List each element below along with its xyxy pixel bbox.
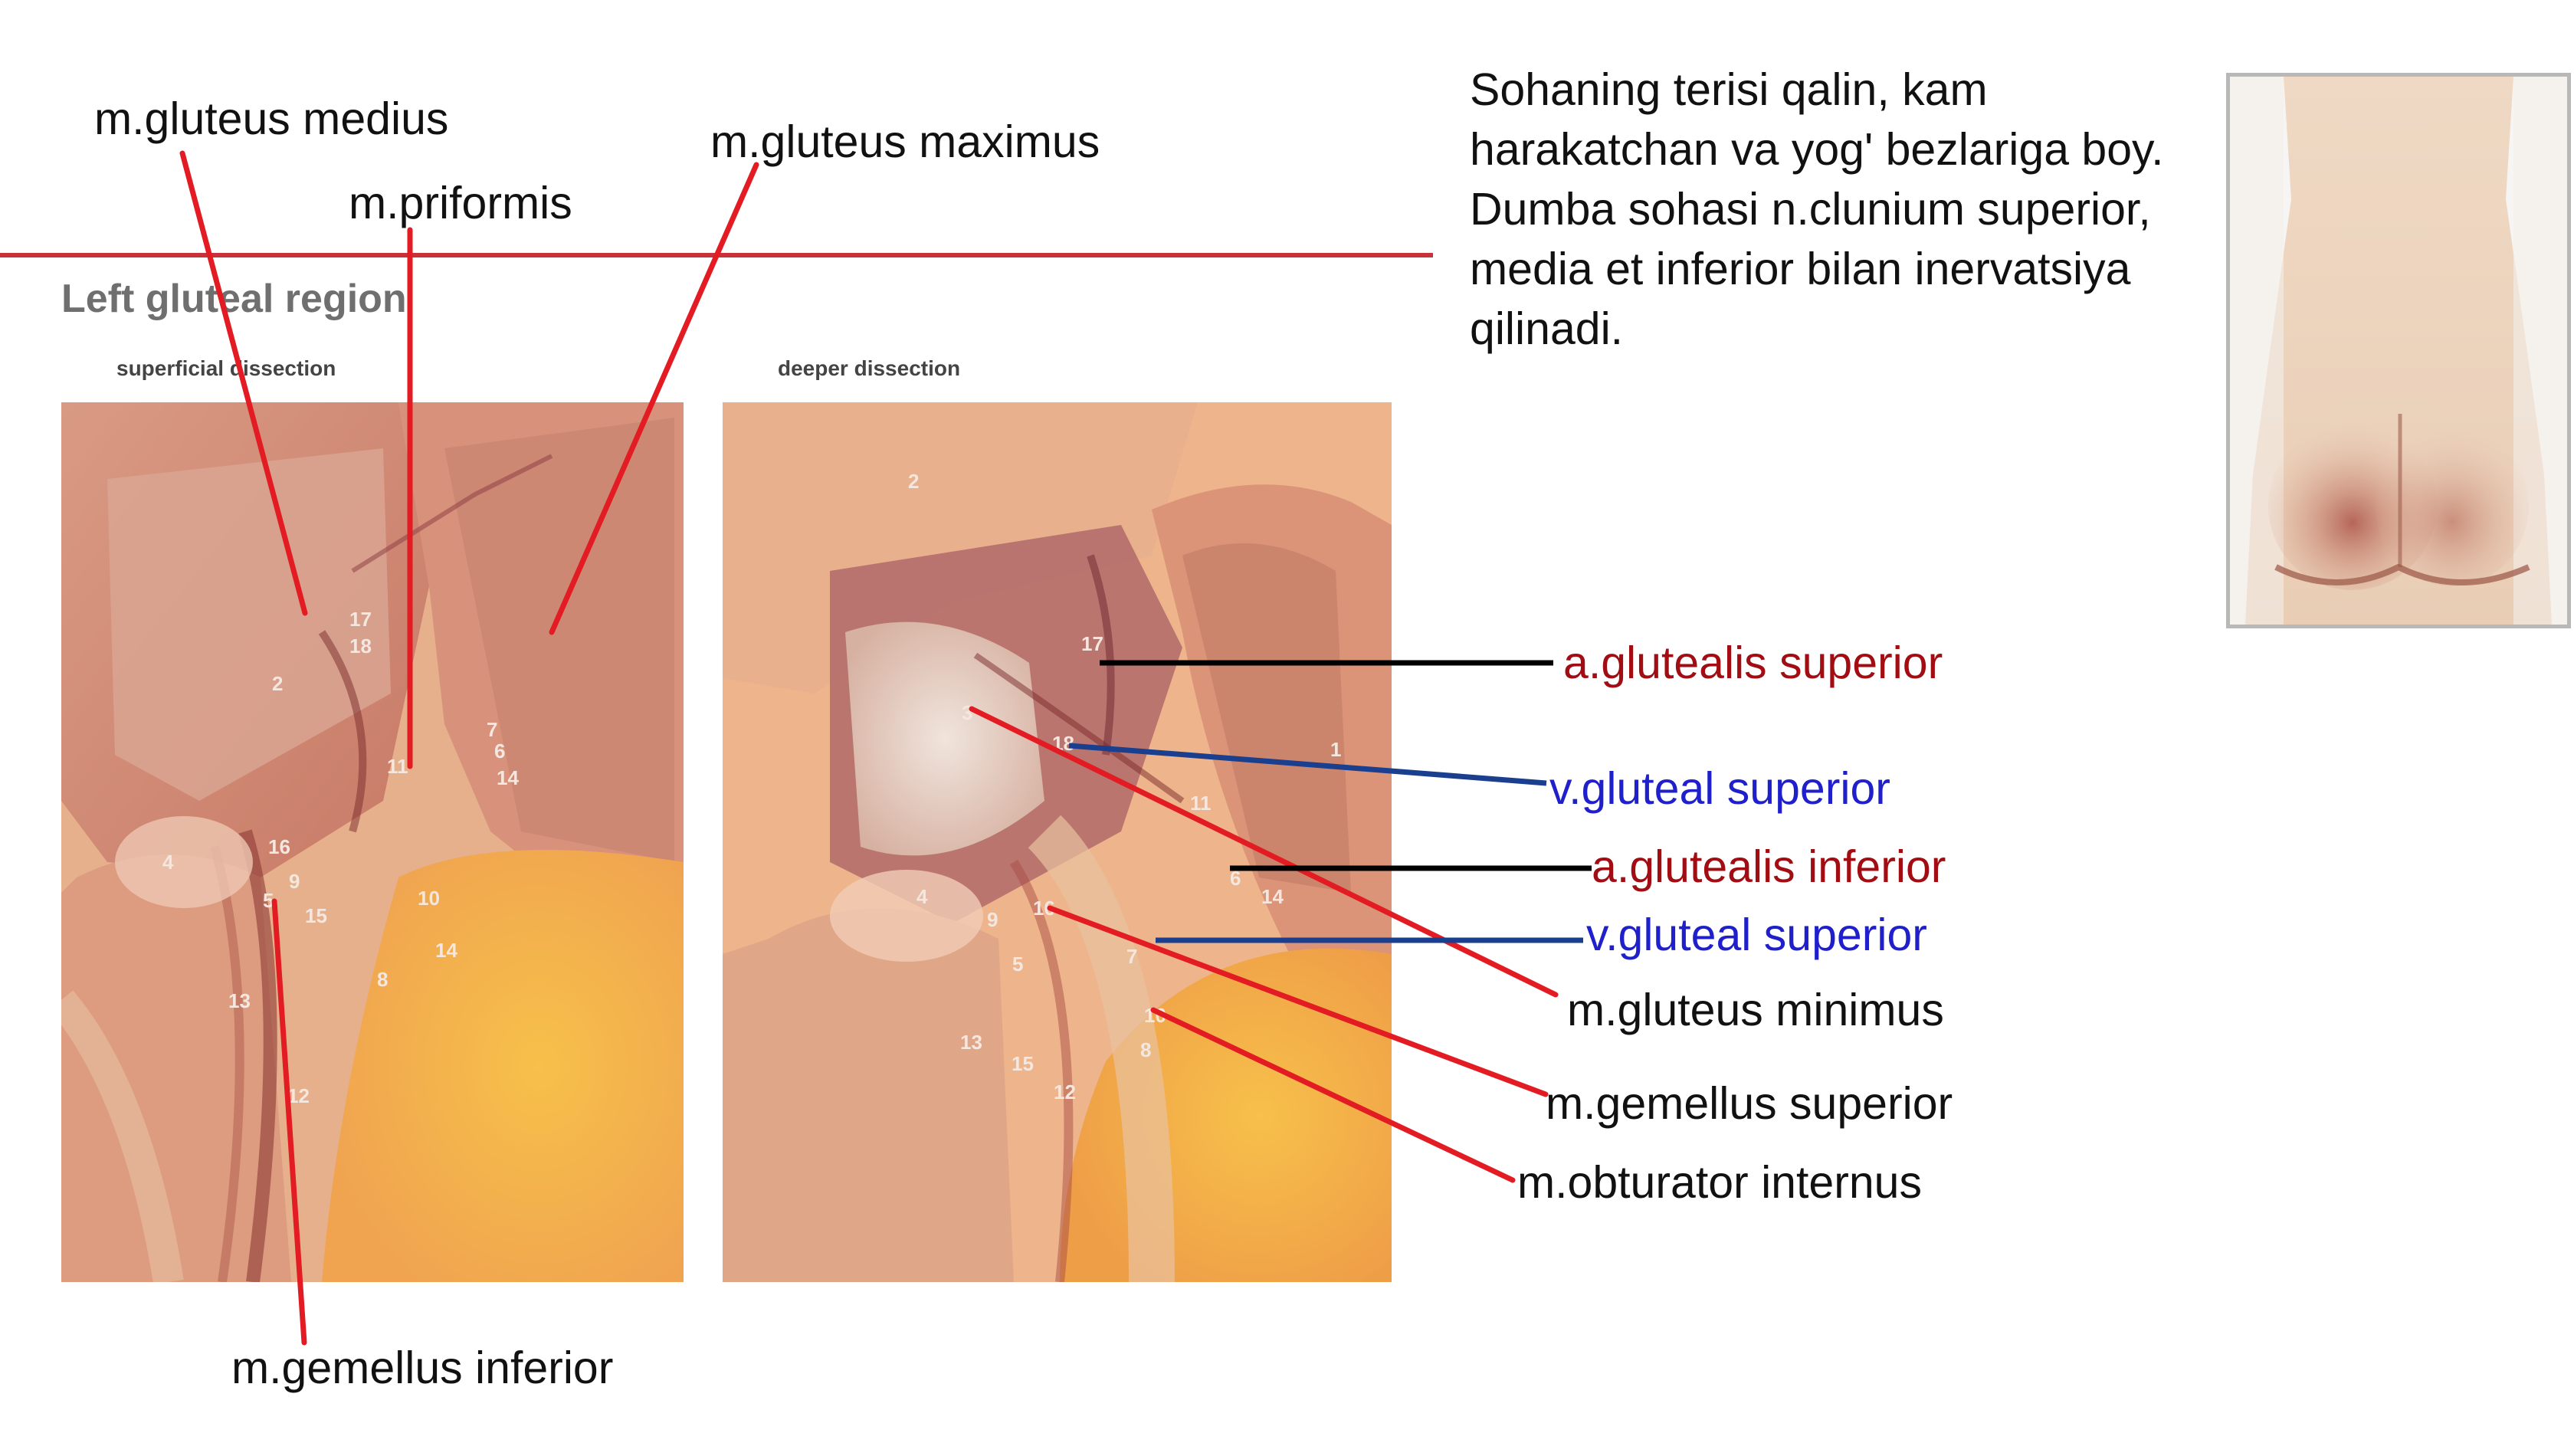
ref-number: 6 (1230, 867, 1241, 890)
figure-title: Left gluteal region (61, 277, 407, 321)
label-v-gluteal-superior-2: v.gluteal superior (1586, 910, 1927, 960)
label-gluteus-minimus: m.gluteus minimus (1567, 985, 1944, 1035)
pointer-obturator-internus (1150, 1007, 1516, 1183)
ref-number: 9 (289, 870, 300, 893)
ref-number: 4 (162, 851, 174, 874)
label-gluteus-maximus: m.gluteus maximus (710, 116, 1100, 167)
ref-number: 16 (268, 835, 290, 858)
ref-number: 15 (1012, 1052, 1034, 1075)
deeper-dissection-illustration (723, 402, 1392, 1282)
ref-number: 11 (387, 755, 408, 778)
label-a-glutealis-inferior: a.glutealis inferior (1592, 841, 1946, 892)
ref-number: 7 (487, 718, 498, 741)
panel-subtitle-deeper: deeper dissection (778, 356, 961, 380)
label-obturator-internus: m.obturator internus (1517, 1157, 1922, 1208)
pointer-gluteus-medius (179, 150, 308, 616)
deeper-dissection-photo: 2 17 3 18 1 11 4 9 16 6 14 5 7 10 8 13 1… (723, 402, 1392, 1282)
ref-number: 17 (1081, 632, 1103, 655)
panel-subtitle-superficial: superficial dissection (116, 356, 336, 380)
ref-number: 13 (960, 1031, 982, 1054)
pointer-gemellus-inferior (271, 898, 307, 1346)
ref-number: 14 (497, 766, 519, 789)
ref-number: 11 (1190, 792, 1212, 815)
ref-number: 8 (377, 968, 389, 991)
ref-number: 4 (916, 885, 928, 908)
superficial-dissection-photo: 17 18 2 11 7 6 14 16 9 4 5 15 10 14 8 13… (61, 402, 684, 1282)
ref-number: 9 (987, 908, 998, 931)
ref-number: 7 (1126, 945, 1138, 968)
ref-number: 2 (272, 672, 284, 695)
label-gemellus-inferior: m.gemellus inferior (231, 1343, 614, 1393)
pointer-gemellus-superior (1047, 905, 1549, 1097)
ref-number: 5 (1012, 953, 1024, 976)
pointer-gluteus-maximus (549, 162, 759, 635)
ref-number: 14 (435, 939, 457, 962)
back-view-thumbnail (2226, 73, 2571, 628)
ref-number: 2 (908, 470, 920, 493)
ref-number: 13 (228, 989, 251, 1012)
label-gemellus-superior: m.gemellus superior (1546, 1078, 1953, 1129)
ref-number: 1 (1330, 738, 1342, 761)
ref-number: 18 (349, 635, 372, 657)
ref-number: 6 (494, 739, 506, 762)
ref-number: 8 (1140, 1038, 1152, 1061)
label-priformis: m.priformis (349, 178, 572, 228)
label-v-gluteal-superior-1: v.gluteal superior (1549, 763, 1890, 814)
label-gluteus-medius: m.gluteus medius (94, 93, 449, 144)
pointer-v-gluteal-superior-1 (1068, 743, 1547, 786)
ref-number: 17 (349, 608, 372, 631)
ref-number: 5 (263, 889, 274, 912)
ref-number: 14 (1261, 885, 1284, 908)
ref-number: 10 (418, 887, 440, 910)
ref-number: 15 (305, 904, 327, 927)
pointer-gluteus-minimus (969, 706, 1559, 998)
label-a-glutealis-superior: a.glutealis superior (1563, 638, 1943, 688)
description-text: Sohaning terisi qalin, kam harakatchan v… (1470, 64, 2164, 354)
ref-number: 12 (287, 1084, 310, 1107)
back-view-illustration (2230, 77, 2567, 625)
ref-number: 12 (1054, 1081, 1076, 1103)
superficial-dissection-illustration (61, 402, 684, 1282)
